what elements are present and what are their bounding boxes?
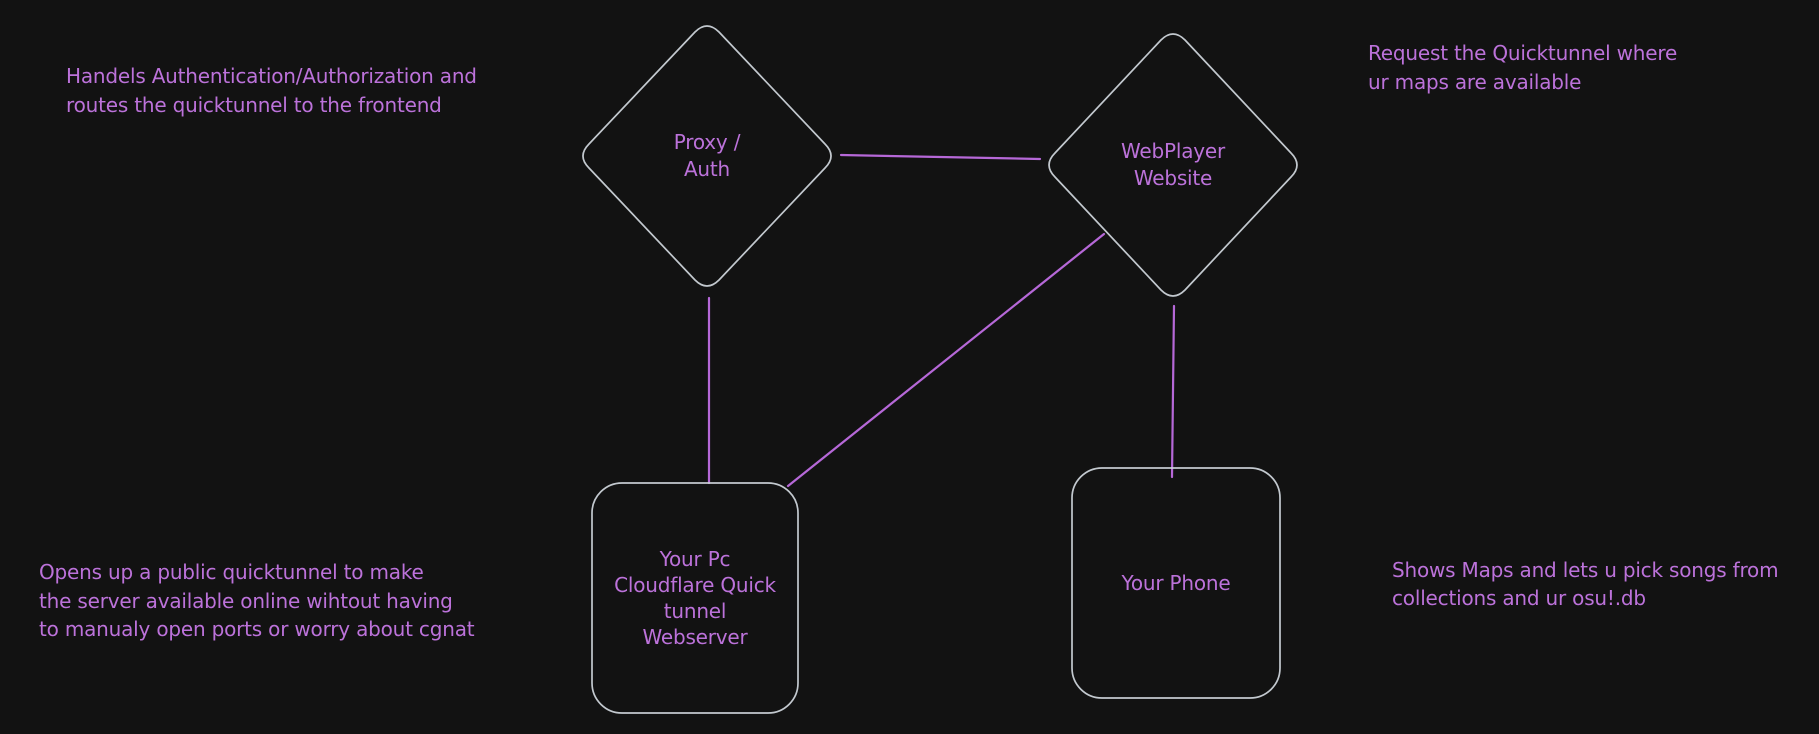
your-pc-label[interactable]: Your Pc Cloudflare Quick tunnel Webserve… [614,547,776,649]
tunnel-note[interactable]: Opens up a public quicktunnel to make th… [39,560,475,641]
edge-webplayer-yourpc[interactable] [786,232,1106,488]
maps-note[interactable]: Shows Maps and lets u pick songs from co… [1392,558,1779,610]
your-pc-box[interactable] [591,482,799,714]
your-phone-label[interactable]: Your Phone [1121,570,1231,595]
proxy-auth-diamond[interactable] [582,25,832,287]
your-phone-box[interactable] [1071,467,1281,699]
webplayer-label[interactable]: WebPlayer Website [1120,139,1226,190]
proxy-auth-label[interactable]: Proxy / Auth [673,130,741,181]
webplayer-diamond[interactable] [1048,33,1298,297]
auth-note[interactable]: Handels Authentication/Authorization and… [66,64,477,117]
edge-proxy-webplayer[interactable] [839,153,1042,161]
edge-webplayer-phone[interactable] [1170,304,1176,479]
request-note[interactable]: Request the Quicktunnel where ur maps ar… [1368,41,1678,94]
